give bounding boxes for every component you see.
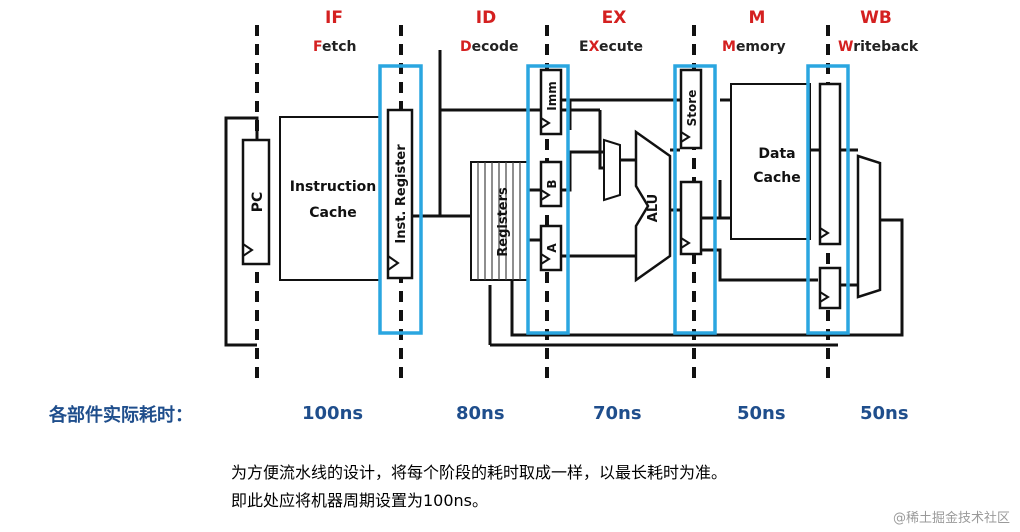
if-id-highlight: [378, 64, 423, 335]
ex-m-highlight: [673, 64, 717, 335]
b-latch: B: [539, 160, 563, 208]
writeback-wire: [510, 218, 904, 337]
wb-data-latch: [818, 82, 842, 246]
stage-abbr-m: M: [749, 8, 766, 28]
wb-alu-latch: [818, 266, 842, 310]
b-label: B: [545, 179, 559, 188]
stage-abbr-ex: EX: [602, 8, 627, 28]
stage-name-m: Memory: [722, 39, 786, 55]
stage-header-ex: EX EXecute: [579, 8, 643, 55]
icache-label-1: Instruction: [290, 179, 376, 195]
watermark: @稀土掘金技术社区: [892, 511, 1010, 526]
stage-abbr-if: IF: [325, 8, 343, 28]
stage-name-id: Decode: [460, 39, 519, 55]
stage-header-if: IF Fetch: [313, 8, 356, 55]
timing-label: 各部件实际耗时：: [49, 405, 193, 426]
pc-label: PC: [250, 192, 266, 213]
stage-header-wb: WB Writeback: [838, 8, 919, 55]
a-label: A: [545, 243, 559, 253]
icache-label-2: Cache: [309, 205, 356, 221]
timing-m: 50ns: [737, 403, 786, 424]
timing-ex: 70ns: [593, 403, 642, 424]
pipeline-diagram: IF Fetch ID Decode EX EXecute M Memory W…: [224, 8, 919, 382]
stage-name-if: Fetch: [313, 39, 356, 55]
alu-unit: ALU: [634, 129, 672, 283]
instruction-register: Inst. Register: [386, 108, 414, 280]
registers-label: Registers: [496, 187, 511, 257]
imm-label: Imm: [545, 81, 559, 110]
imm-latch: Imm: [539, 68, 563, 136]
id-ex-highlight: [526, 64, 570, 335]
dcache-label-2: Cache: [753, 170, 800, 186]
timing-wb: 50ns: [860, 403, 909, 424]
timing-id: 80ns: [456, 403, 505, 424]
alu-result-latch: [679, 180, 703, 256]
inst-register-label: Inst. Register: [394, 144, 409, 244]
store-label: Store: [685, 90, 699, 127]
dcache-label-1: Data: [758, 146, 795, 162]
imm-mux-wire: [598, 110, 604, 170]
stage-header-id: ID Decode: [460, 8, 519, 55]
data-cache: Data Cache: [730, 83, 811, 240]
alu-input-mux: [603, 138, 621, 202]
stage-name-ex: EXecute: [579, 39, 643, 55]
a-latch: A: [539, 224, 563, 272]
ir-up-wire: [412, 50, 442, 218]
stage-abbr-wb: WB: [860, 8, 892, 28]
stage-header-m: M Memory: [722, 8, 786, 55]
m-bypass-wire: [701, 248, 818, 282]
instruction-cache: Instruction Cache: [279, 116, 381, 281]
m-wb-highlight: [806, 64, 850, 335]
pipeline-register-highlights: [378, 64, 850, 335]
timing-if: 100ns: [302, 403, 364, 424]
alu-label: ALU: [646, 194, 661, 222]
pc-register: PC: [241, 138, 271, 266]
writeback-mux: [856, 154, 882, 299]
pc-loop-wire: [224, 116, 259, 347]
note-line-1: 为方便流水线的设计，将每个阶段的耗时取成一样，以最长耗时为准。: [231, 463, 728, 482]
store-latch: Store: [679, 68, 703, 150]
b-to-mux-wire: [561, 150, 604, 192]
register-file: Registers: [470, 161, 529, 281]
note-line-2: 即此处应将机器周期设置为100ns。: [231, 491, 489, 510]
stage-name-wb: Writeback: [838, 39, 919, 55]
stage-abbr-id: ID: [476, 8, 496, 28]
